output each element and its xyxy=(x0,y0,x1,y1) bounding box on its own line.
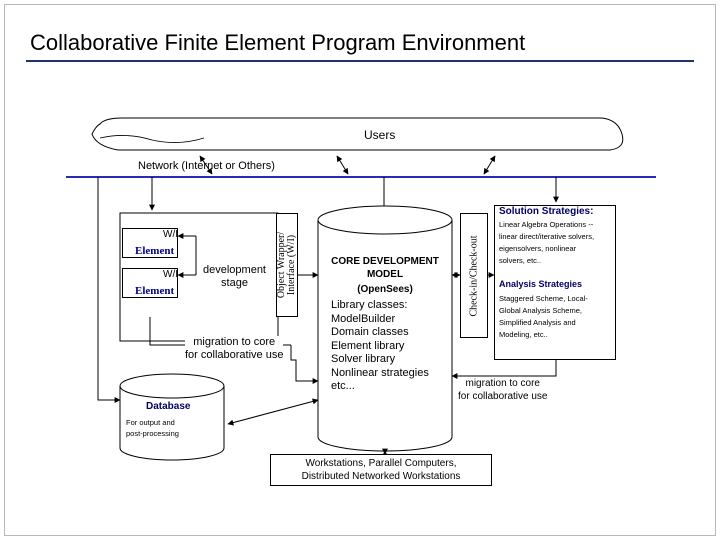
database-note: For output and post-processing xyxy=(126,418,179,438)
network-label: Network (Internet or Others) xyxy=(138,160,275,172)
page-title: Collaborative Finite Element Program Env… xyxy=(30,30,526,55)
migration-right-label: migration to core for collaborative use xyxy=(458,377,548,403)
element-label: Element xyxy=(135,285,175,297)
arrow-users-right xyxy=(483,155,496,175)
wi-element-box: W/I Element xyxy=(122,268,178,298)
workstations-box: Workstations, Parallel Computers, Distri… xyxy=(270,454,492,486)
object-wrapper-box: Object Wrapper/ Interface (W/I) xyxy=(276,213,298,317)
slide-frame xyxy=(4,4,716,536)
analysis-heading: Analysis Strategies xyxy=(499,279,583,289)
workstations-label: Workstations, Parallel Computers, Distri… xyxy=(301,458,461,482)
migration-left-path2 xyxy=(290,345,319,384)
migration-right-path xyxy=(451,360,557,379)
checkin-label: Check-in/Check-out xyxy=(468,234,480,317)
database-cylinder xyxy=(119,386,225,461)
wi-tag: W/I xyxy=(163,229,178,240)
core-items: Library classes: ModelBuilder Domain cla… xyxy=(331,299,429,392)
arrow-net-to-database xyxy=(97,177,121,403)
migration-left-label: migration to core for collaborative use xyxy=(185,336,284,362)
users-banner-wave xyxy=(99,135,205,143)
solution-heading: Solution Strategies: xyxy=(499,206,594,217)
analysis-lines: Staggered Scheme, Local- Global Analysis… xyxy=(499,294,588,339)
element-label: Element xyxy=(135,245,175,257)
object-wrapper-label: Object Wrapper/ Interface (W/I) xyxy=(276,231,297,299)
solution-lines: Linear Algebra Operations -- linear dire… xyxy=(499,220,595,265)
database-cylinder-top xyxy=(119,373,225,399)
arrow-database-to-core xyxy=(227,398,319,426)
arrow-users-mid xyxy=(336,155,349,175)
core-cylinder-top xyxy=(317,205,453,235)
wi-tag: W/I xyxy=(163,269,178,280)
development-stage-label: development stage xyxy=(203,264,266,289)
arrow-users-left xyxy=(199,155,213,175)
wi-element-box: W/I Element xyxy=(122,228,178,258)
database-label: Database xyxy=(146,401,191,412)
solution-strategies-box: Solution Strategies: Linear Algebra Oper… xyxy=(494,205,616,360)
core-title: CORE DEVELOPMENT MODEL (OpenSees) xyxy=(331,256,439,295)
title-underline xyxy=(26,60,694,62)
users-label: Users xyxy=(364,128,396,142)
checkin-box: Check-in/Check-out xyxy=(460,213,488,338)
users-banner xyxy=(91,117,624,151)
